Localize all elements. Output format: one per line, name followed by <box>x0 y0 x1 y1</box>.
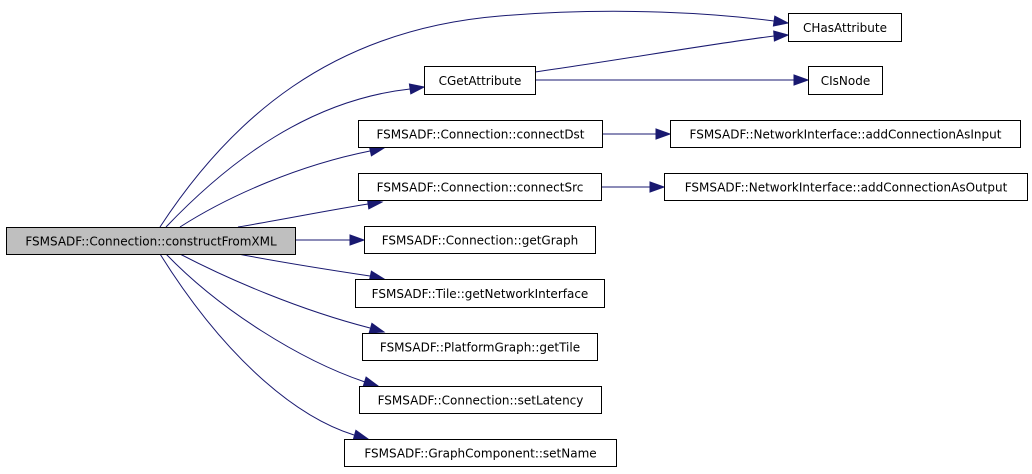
node-connectDst[interactable]: FSMSADF::Connection::connectDst <box>358 120 603 148</box>
node-box[interactable] <box>670 120 1021 148</box>
node-label: CHasAttribute <box>803 21 887 35</box>
edge-line <box>159 253 355 436</box>
arrowhead-icon <box>773 30 790 42</box>
node-connectSrc[interactable]: FSMSADF::Connection::connectSrc <box>358 173 602 201</box>
node-box[interactable] <box>664 173 1028 201</box>
node-label: FSMSADF::Connection::constructFromXML <box>25 235 277 249</box>
arrowhead-icon <box>408 83 426 95</box>
node-addConnectionAsInput[interactable]: FSMSADF::NetworkInterface::addConnection… <box>670 120 1021 148</box>
node-CIsNode[interactable]: CIsNode <box>808 66 883 95</box>
edge-line <box>159 10 775 228</box>
node-label: FSMSADF::GraphComponent::setName <box>364 447 596 461</box>
node-getNetworkInterface[interactable]: FSMSADF::Tile::getNetworkInterface <box>355 279 605 308</box>
node-label: CGetAttribute <box>439 74 522 88</box>
node-label: FSMSADF::Tile::getNetworkInterface <box>372 287 589 301</box>
node-box[interactable] <box>358 120 603 148</box>
edge-constructFromXML-to-connectDst <box>179 145 386 228</box>
node-box[interactable] <box>424 66 536 95</box>
edge-constructFromXML-to-connectSrc <box>237 198 384 228</box>
node-label: FSMSADF::PlatformGraph::getTile <box>380 341 580 355</box>
edge-connectSrc-to-addConnectionAsOutput <box>601 181 666 193</box>
edge-constructFromXML-to-CHasAttribute <box>159 10 790 228</box>
node-label: CIsNode <box>821 74 871 88</box>
node-box[interactable] <box>6 227 296 255</box>
node-box[interactable] <box>364 226 596 254</box>
nodes-layer: FSMSADF::Connection::constructFromXML CGe… <box>6 13 1028 467</box>
node-setLatency[interactable]: FSMSADF::Connection::setLatency <box>359 386 602 414</box>
edge-line <box>237 253 371 277</box>
edge-line <box>165 88 411 228</box>
arrowhead-icon <box>368 322 386 334</box>
node-box[interactable] <box>358 173 602 201</box>
edge-constructFromXML-to-setLatency <box>165 253 380 388</box>
edge-constructFromXML-to-CGetAttribute <box>165 83 426 228</box>
edge-line <box>165 253 366 383</box>
node-box[interactable] <box>355 279 605 308</box>
edge-line <box>534 35 775 73</box>
edge-line <box>179 253 371 329</box>
node-CGetAttribute[interactable]: CGetAttribute <box>424 66 536 95</box>
node-label: FSMSADF::Connection::getGraph <box>382 234 579 248</box>
edge-constructFromXML-to-getNetworkInterface <box>237 253 386 282</box>
arrowhead-icon <box>649 181 666 193</box>
node-label: FSMSADF::Connection::connectSrc <box>377 181 584 195</box>
edge-constructFromXML-to-getGraph <box>295 234 366 246</box>
arrowhead-icon <box>349 234 366 246</box>
node-box[interactable] <box>344 439 617 467</box>
node-label: FSMSADF::Connection::connectDst <box>376 128 584 142</box>
edge-CGetAttribute-to-CIsNode <box>535 74 810 86</box>
node-addConnectionAsOutput[interactable]: FSMSADF::NetworkInterface::addConnection… <box>664 173 1028 201</box>
arrowhead-icon <box>655 128 672 140</box>
arrowhead-icon <box>772 15 790 27</box>
node-constructFromXML[interactable]: FSMSADF::Connection::constructFromXML <box>6 227 296 255</box>
node-getGraph[interactable]: FSMSADF::Connection::getGraph <box>364 226 596 254</box>
arrowhead-icon <box>352 429 370 441</box>
arrowhead-icon <box>362 376 380 388</box>
arrowhead-icon <box>793 74 810 86</box>
node-label: FSMSADF::NetworkInterface::addConnection… <box>685 181 1008 195</box>
edge-constructFromXML-to-getTile <box>179 253 386 334</box>
edge-line <box>237 203 369 228</box>
node-box[interactable] <box>359 386 602 414</box>
edge-line <box>179 150 371 228</box>
edges-layer <box>159 10 810 441</box>
node-box[interactable] <box>788 13 902 42</box>
edge-constructFromXML-to-setName <box>159 253 370 441</box>
node-box[interactable] <box>362 333 598 361</box>
node-box[interactable] <box>808 66 883 95</box>
node-setName[interactable]: FSMSADF::GraphComponent::setName <box>344 439 617 467</box>
node-getTile[interactable]: FSMSADF::PlatformGraph::getTile <box>362 333 598 361</box>
node-CHasAttribute[interactable]: CHasAttribute <box>788 13 902 42</box>
node-label: FSMSADF::Connection::setLatency <box>378 394 584 408</box>
edge-connectDst-to-addConnectionAsInput <box>602 128 672 140</box>
edge-CGetAttribute-to-CHasAttribute <box>534 30 790 73</box>
node-label: FSMSADF::NetworkInterface::addConnection… <box>690 128 1002 142</box>
